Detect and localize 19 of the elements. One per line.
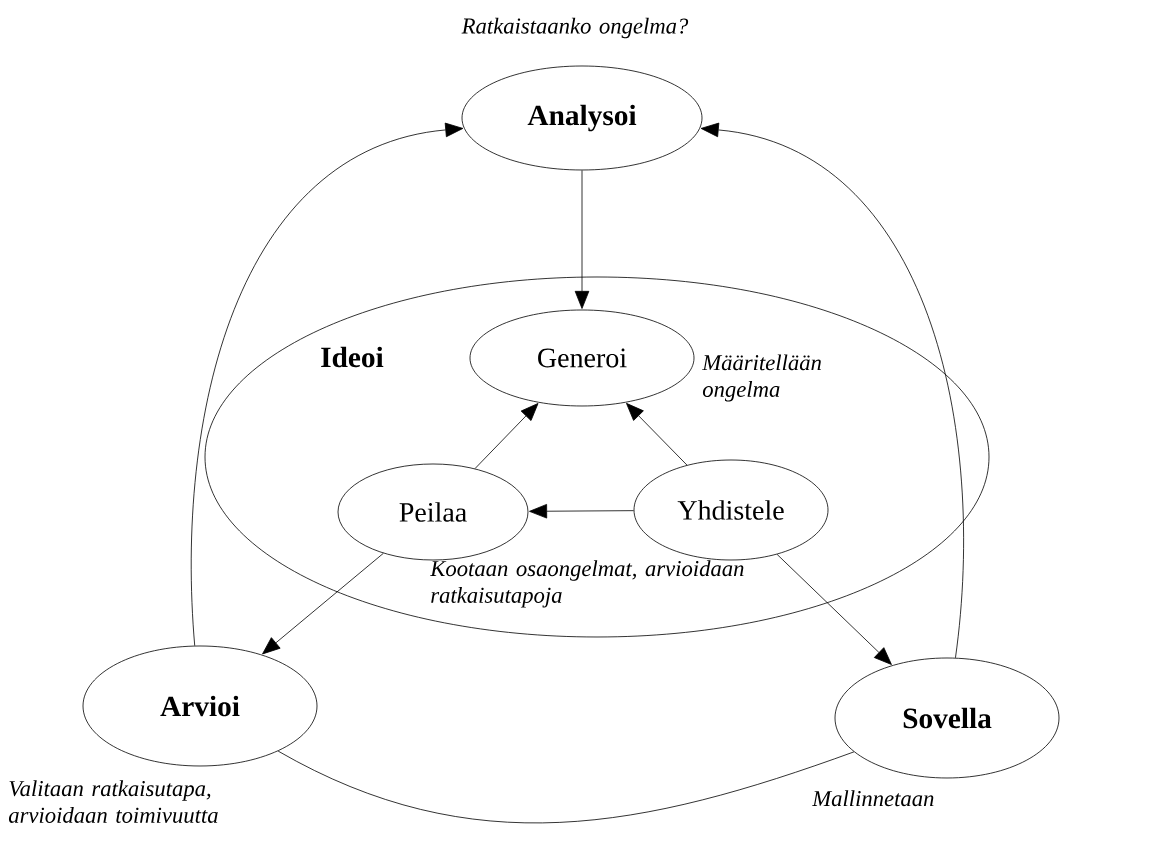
note-text: Määritellään ongelma — [702, 354, 821, 402]
arrow — [700, 122, 964, 659]
note-text: Kootaan osaongelmat, arvioidaan ratkaisutapoja — [430, 560, 744, 608]
arrow — [474, 403, 539, 469]
note-text: Ratkaistaanko ongelma? — [461, 17, 689, 39]
arrow — [262, 552, 384, 655]
arrow — [191, 122, 464, 647]
arrow — [776, 554, 892, 665]
arrow — [574, 170, 590, 309]
ellipse-node: Generoi — [469, 309, 695, 407]
arrow — [529, 504, 634, 519]
note-text: Valitaan ratkaisutapa, arvioidaan toimivuutta — [8, 780, 218, 823]
arrow — [626, 402, 688, 466]
ellipse-node: Analysoi — [461, 65, 703, 171]
ellipse-node: Sovella — [834, 657, 1060, 779]
note-text: Mallinnetaan — [812, 790, 934, 807]
ellipse-node: Peilaa — [337, 463, 529, 561]
ellipse-node: Yhdistele — [633, 459, 829, 561]
ellipse-node: Arvioi — [82, 645, 318, 767]
